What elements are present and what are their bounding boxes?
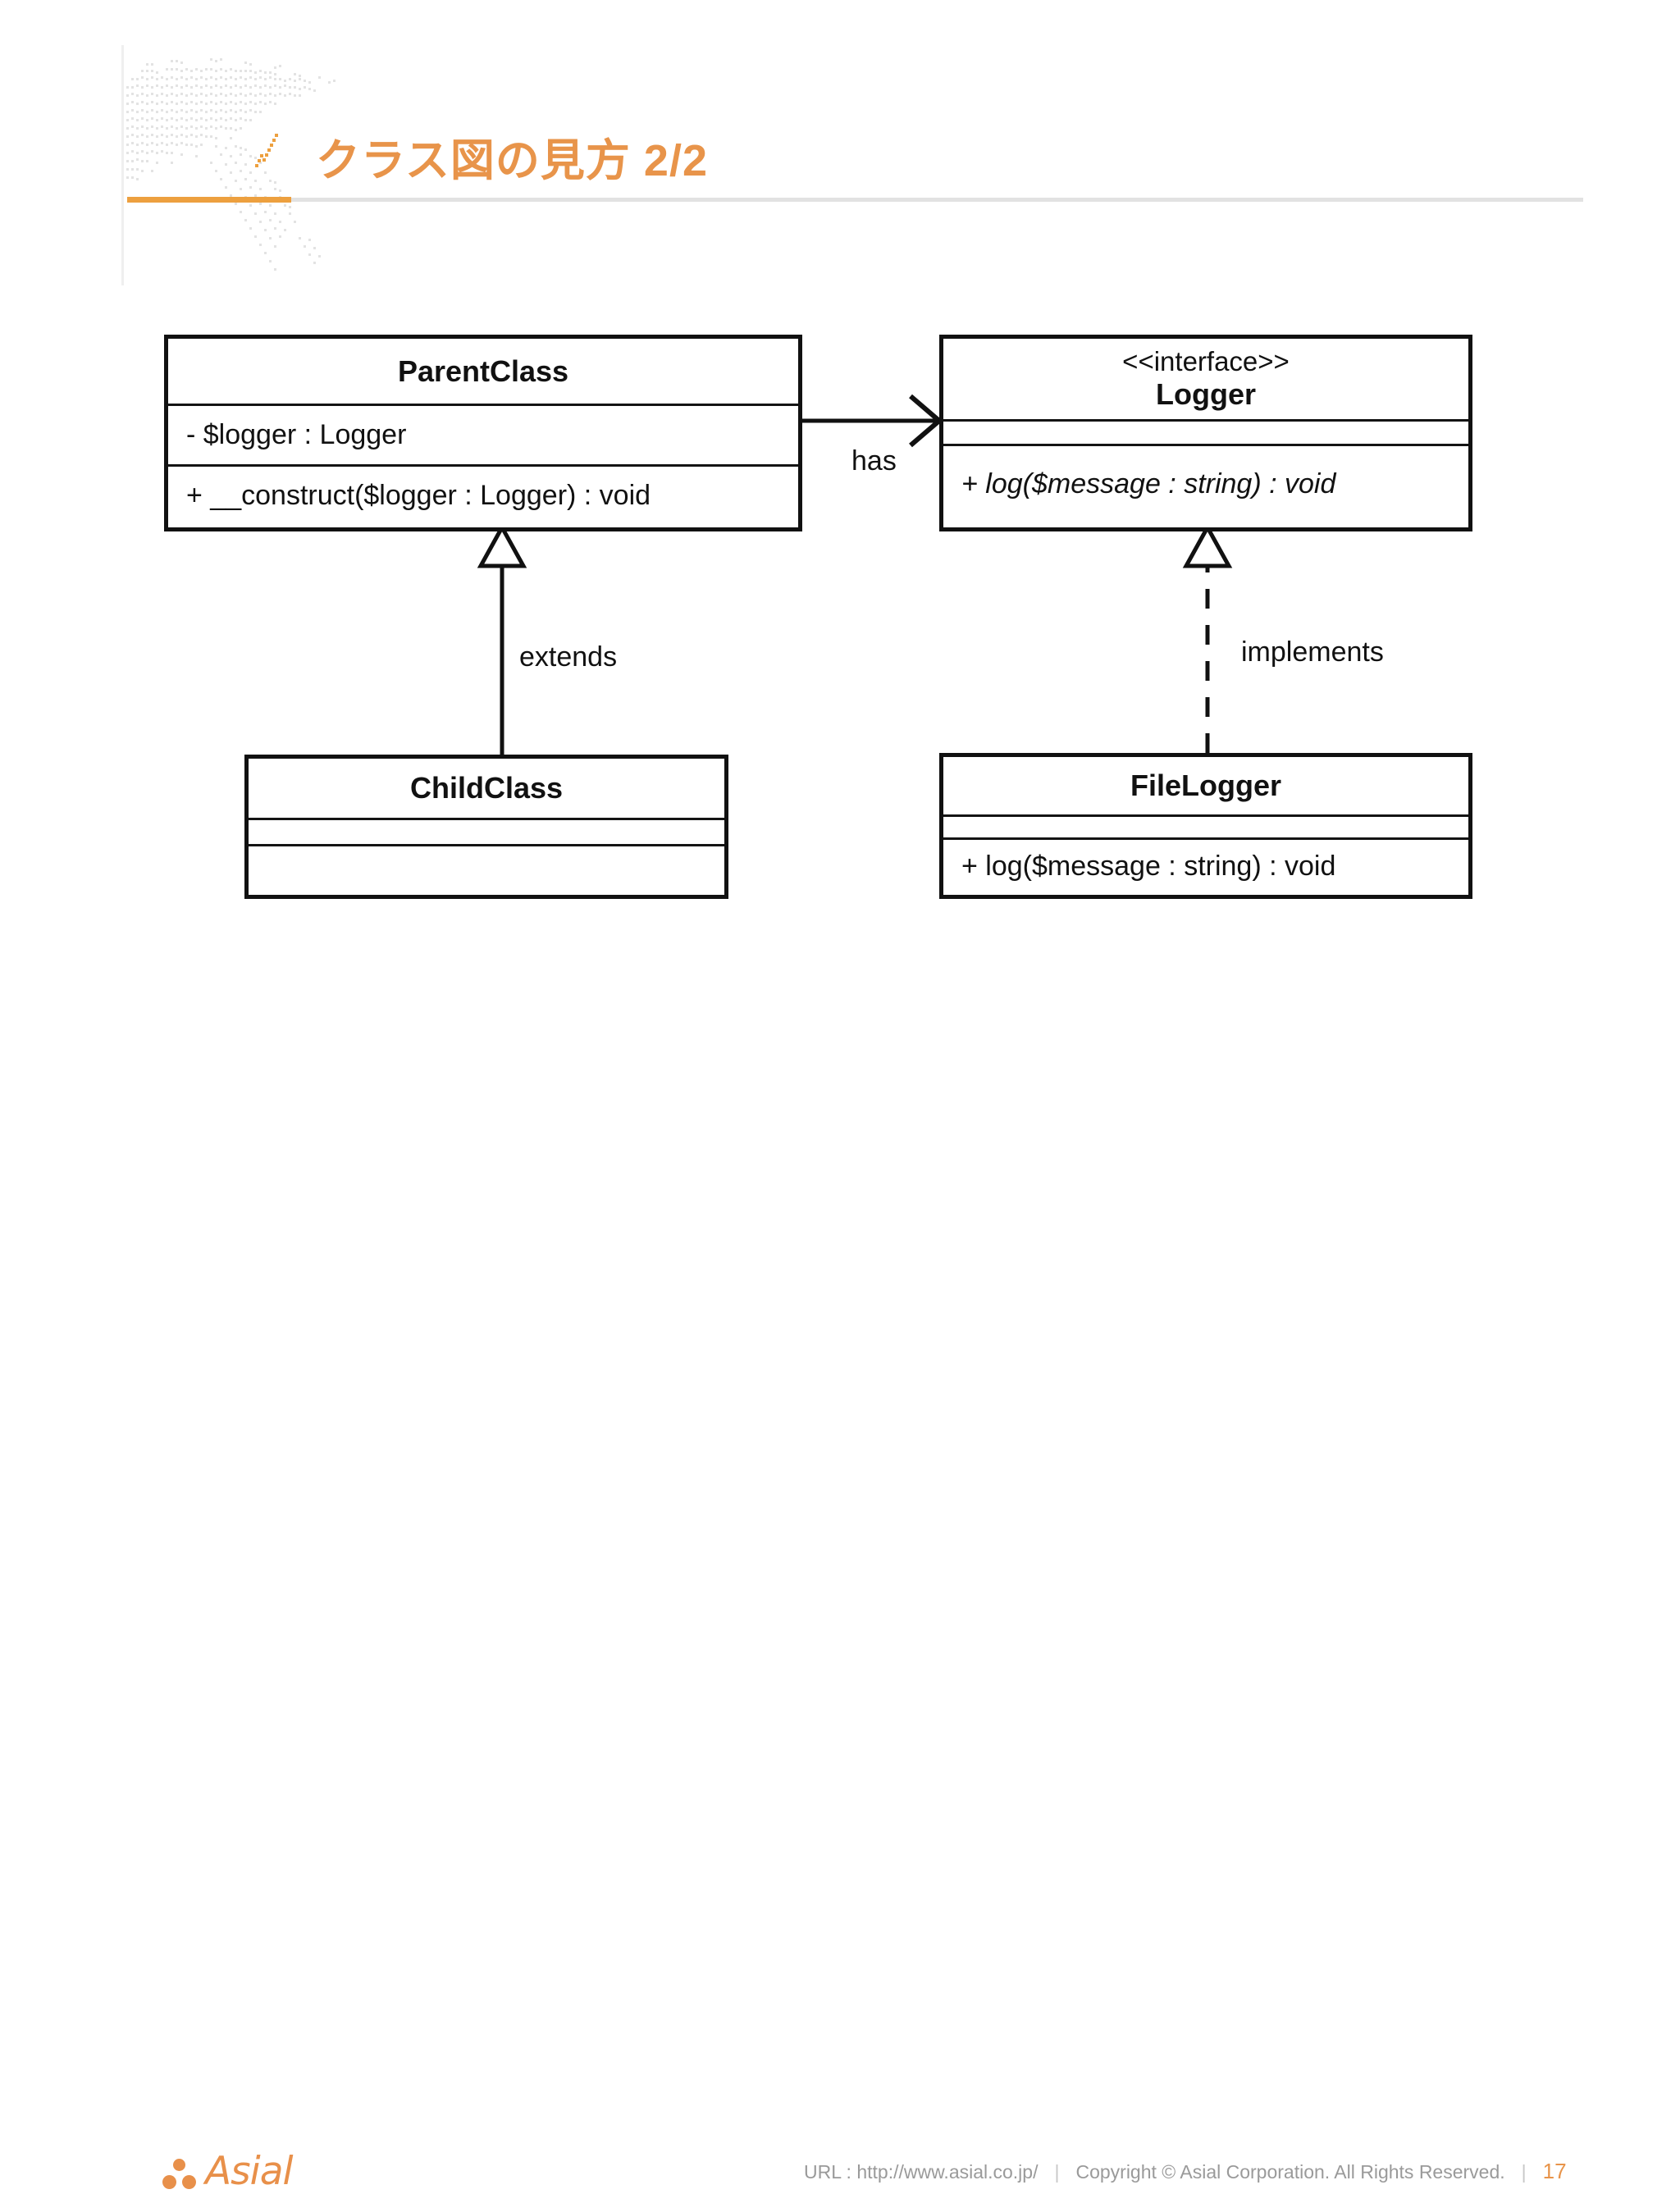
relationship-label-extends: extends [519,641,618,673]
class-name-label: FileLogger [1130,769,1281,802]
attribute-item: - $logger : Logger [186,419,407,450]
header-divider [127,198,1583,202]
class-name-compartment: <<interface>> Logger [943,339,1468,419]
class-attributes-compartment: - $logger : Logger [168,404,798,464]
footer-separator-2: | [1521,2161,1527,2183]
relationship-label-has: has [851,445,897,477]
relationship-label-implements: implements [1241,636,1384,668]
relationship-implements [1182,522,1233,753]
class-stereotype-label: <<interface>> [1122,345,1290,376]
slide-header: クラス図の見方 2/2 [0,0,1680,295]
class-operations-compartment: + log($message : string) : void [943,837,1468,893]
slide-footer: Asial URL : http://www.asial.co.jp/ | Co… [0,1066,1680,2194]
asial-logo-text: Asial [205,2149,294,2194]
class-operations-compartment [249,844,724,893]
class-name-compartment: FileLogger [943,757,1468,814]
uml-class-filelogger[interactable]: FileLogger + log($message : string) : vo… [939,753,1472,899]
class-attributes-compartment [943,814,1468,837]
uml-class-childclass[interactable]: ChildClass [244,755,728,899]
uml-class-diagram: ParentClass - $logger : Logger + __const… [164,335,1472,899]
class-name-compartment: ParentClass [168,339,798,404]
asial-logo-dots-icon [162,2159,199,2190]
footer-page-number: 17 [1542,2159,1567,2183]
page-title: クラス図の見方 2/2 [316,136,708,185]
logo-dot-right-icon [182,2175,196,2189]
class-operations-compartment: + log($message : string) : void [943,444,1468,522]
class-attributes-compartment [249,818,724,844]
operation-item: + __construct($logger : Logger) : void [186,480,651,511]
operation-item: + log($message : string) : void [961,851,1336,882]
uml-relationship-layer [477,394,1233,755]
class-attributes-compartment [943,419,1468,444]
footer-url[interactable]: URL : http://www.asial.co.jp/ [804,2161,1039,2183]
logo-dot-left-icon [162,2175,176,2189]
world-map-decoration [126,58,336,271]
relationship-has [802,394,943,448]
relationship-extends [477,522,527,755]
class-name-label: Logger [1156,377,1256,412]
header-left-rule [121,45,124,285]
class-operations-compartment: + __construct($logger : Logger) : void [168,464,798,525]
uml-class-parentclass[interactable]: ParentClass - $logger : Logger + __const… [164,335,802,531]
footer-separator-1: | [1054,2161,1060,2183]
asial-logo: Asial [162,2149,294,2194]
header-divider-accent [127,197,291,203]
footer-meta: URL : http://www.asial.co.jp/ | Copyrigh… [804,2159,1567,2184]
class-name-compartment: ChildClass [249,759,724,818]
operation-item: + log($message : string) : void [961,468,1336,499]
footer-copyright: Copyright © Asial Corporation. All Right… [1075,2161,1505,2183]
logo-dot-top-icon [173,2159,185,2171]
uml-class-logger[interactable]: <<interface>> Logger + log($message : st… [939,335,1472,531]
class-name-label: ChildClass [409,771,564,805]
class-name-label: ParentClass [397,354,569,388]
